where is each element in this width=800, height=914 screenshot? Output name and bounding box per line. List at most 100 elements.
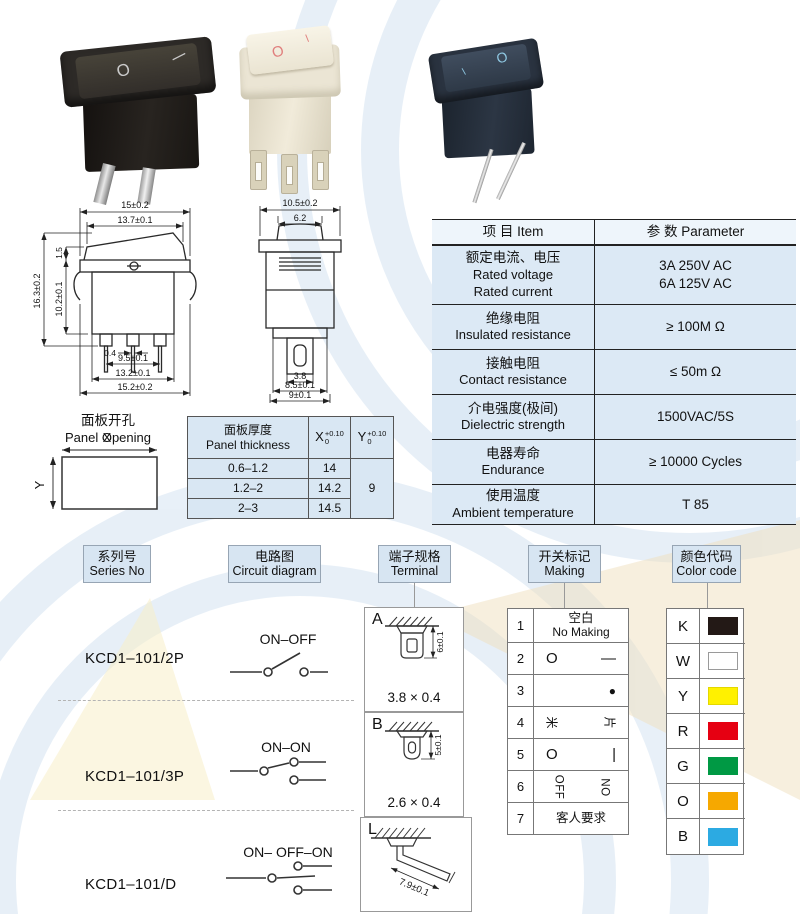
dim-label: 10.2±0.1 <box>54 282 64 317</box>
dim-label: 7.9±0.1 <box>397 876 430 898</box>
series-model-3p: KCD1–101/3P <box>85 768 185 785</box>
connector-line <box>707 583 708 608</box>
making-row-num: 6 <box>508 771 534 803</box>
color-swatch-cell <box>700 679 745 714</box>
terminal-id: L <box>368 821 377 838</box>
dim-label: 15±0.2 <box>121 200 148 210</box>
color-code-letter: Y <box>667 679 700 714</box>
spec-table-header: 项 目 Item 参 数 Parameter <box>432 220 796 246</box>
making-row-value: ● <box>534 675 628 707</box>
dim-label: 10.5±0.2 <box>283 198 318 208</box>
making-row-value: O| <box>534 739 628 771</box>
connector-line <box>414 583 415 607</box>
row-separator <box>58 810 354 811</box>
spec-header-parameter: 参 数 Parameter <box>646 224 745 240</box>
circuit-label: ON–ON <box>261 739 311 755</box>
dim-label: 15.2±0.2 <box>118 382 153 392</box>
color-code-letter: O <box>667 784 700 819</box>
dim-label: 0.4 <box>104 348 116 358</box>
dim-label: 16.3±0.2 <box>32 274 42 309</box>
color-swatch <box>707 652 738 670</box>
connector-line <box>564 583 565 608</box>
thickness-x-value: 14.2 <box>309 479 351 499</box>
making-row-value: O— <box>534 643 628 675</box>
thickness-range: 1.2–2 <box>188 479 309 499</box>
thickness-x-value: 14.5 <box>309 499 351 519</box>
dimension-drawing-side-view: 15±0.2 13.7±0.1 16.3±0.2 1.5 10.2±0.1 0.… <box>32 200 197 396</box>
dim-label: 13.2±0.1 <box>116 368 151 378</box>
dim-label: 6±0.1 <box>435 631 445 652</box>
panel-opening-drawing: X Y <box>35 430 158 510</box>
terminal-a-drawing: 6±0.1 <box>385 616 445 659</box>
spec-table: 项 目 Item 参 数 Parameter 额定电流、电压 Rated vol… <box>432 219 796 525</box>
terminal-spec-l: L 7.9±0.1 <box>360 817 472 912</box>
circuit-label: ON–OFF <box>260 631 317 647</box>
terminal-b-drawing: 5±0.1 <box>385 721 443 760</box>
making-row-num: 1 <box>508 609 534 643</box>
terminal-id: B <box>372 716 383 733</box>
terminal-spec-b: B 5±0.1 2.6 × 0.4 <box>364 712 464 817</box>
making-row-num: 4 <box>508 707 534 739</box>
terminal-id: A <box>372 611 383 628</box>
terminal-size: 3.8 × 0.4 <box>387 690 441 705</box>
circuit-diagram-on-on: ON–ON <box>230 739 326 785</box>
color-code-letter: G <box>667 749 700 784</box>
color-swatch-cell <box>700 714 745 749</box>
series-model-2p: KCD1–101/2P <box>85 650 185 667</box>
color-swatch <box>707 757 738 775</box>
dim-label-x: X <box>103 430 112 445</box>
making-row-value: 米片 <box>534 707 628 739</box>
dim-label: 9±0.1 <box>289 390 311 400</box>
color-code-letter: K <box>667 609 700 644</box>
dim-label: 8.5±0.1 <box>285 380 315 390</box>
color-swatch-cell <box>700 749 745 784</box>
color-swatch-cell <box>700 819 745 854</box>
circuit-diagram-on-off: ON–OFF <box>230 631 328 677</box>
color-swatch <box>707 617 738 635</box>
spec-row-dielectric-strength: 介电强度(极间)Dielectric strength 1500VAC/5S <box>432 395 796 440</box>
yellow-triangle <box>30 598 215 800</box>
color-swatch-cell <box>700 609 745 644</box>
making-row-num: 3 <box>508 675 534 707</box>
color-swatch <box>707 687 738 705</box>
color-code-table: K W Y R G O B <box>666 608 745 855</box>
thickness-range: 2–3 <box>188 499 309 519</box>
color-swatch-cell <box>700 784 745 819</box>
making-row-num: 5 <box>508 739 534 771</box>
terminal-size: 2.6 × 0.4 <box>387 795 441 810</box>
color-swatch <box>707 792 738 810</box>
series-model-d: KCD1–101/D <box>85 876 177 893</box>
circuit-diagram-on-off-on: ON– OFF–ON <box>226 844 333 895</box>
dim-label: 13.7±0.1 <box>118 215 153 225</box>
thickness-x-value: 14 <box>309 459 351 479</box>
terminal-spec-a: A 6±0.1 3.8 × 0.4 <box>364 607 464 712</box>
dimension-drawing-front-view: 10.5±0.2 6.2 3.8 8.5±0.1 9±0.1 <box>258 198 342 404</box>
making-row-num: 7 <box>508 803 534 834</box>
panel-opening-title: 面板开孔 Panel Opening <box>64 413 151 445</box>
dim-label: 1.5 <box>54 247 64 259</box>
dim-label: 9.5±0.1 <box>118 353 148 363</box>
color-code-letter: W <box>667 644 700 679</box>
circuit-label: ON– OFF–ON <box>243 844 332 860</box>
dim-label: 3.8 <box>294 371 307 381</box>
dim-label-y: Y <box>35 480 47 489</box>
color-code-letter: R <box>667 714 700 749</box>
thickness-y-value: 9 <box>351 459 394 519</box>
dim-label: 5±0.1 <box>433 734 443 755</box>
making-row-num: 2 <box>508 643 534 675</box>
thickness-range: 0.6–1.2 <box>188 459 309 479</box>
spec-header-item: 项 目 Item <box>482 224 544 240</box>
